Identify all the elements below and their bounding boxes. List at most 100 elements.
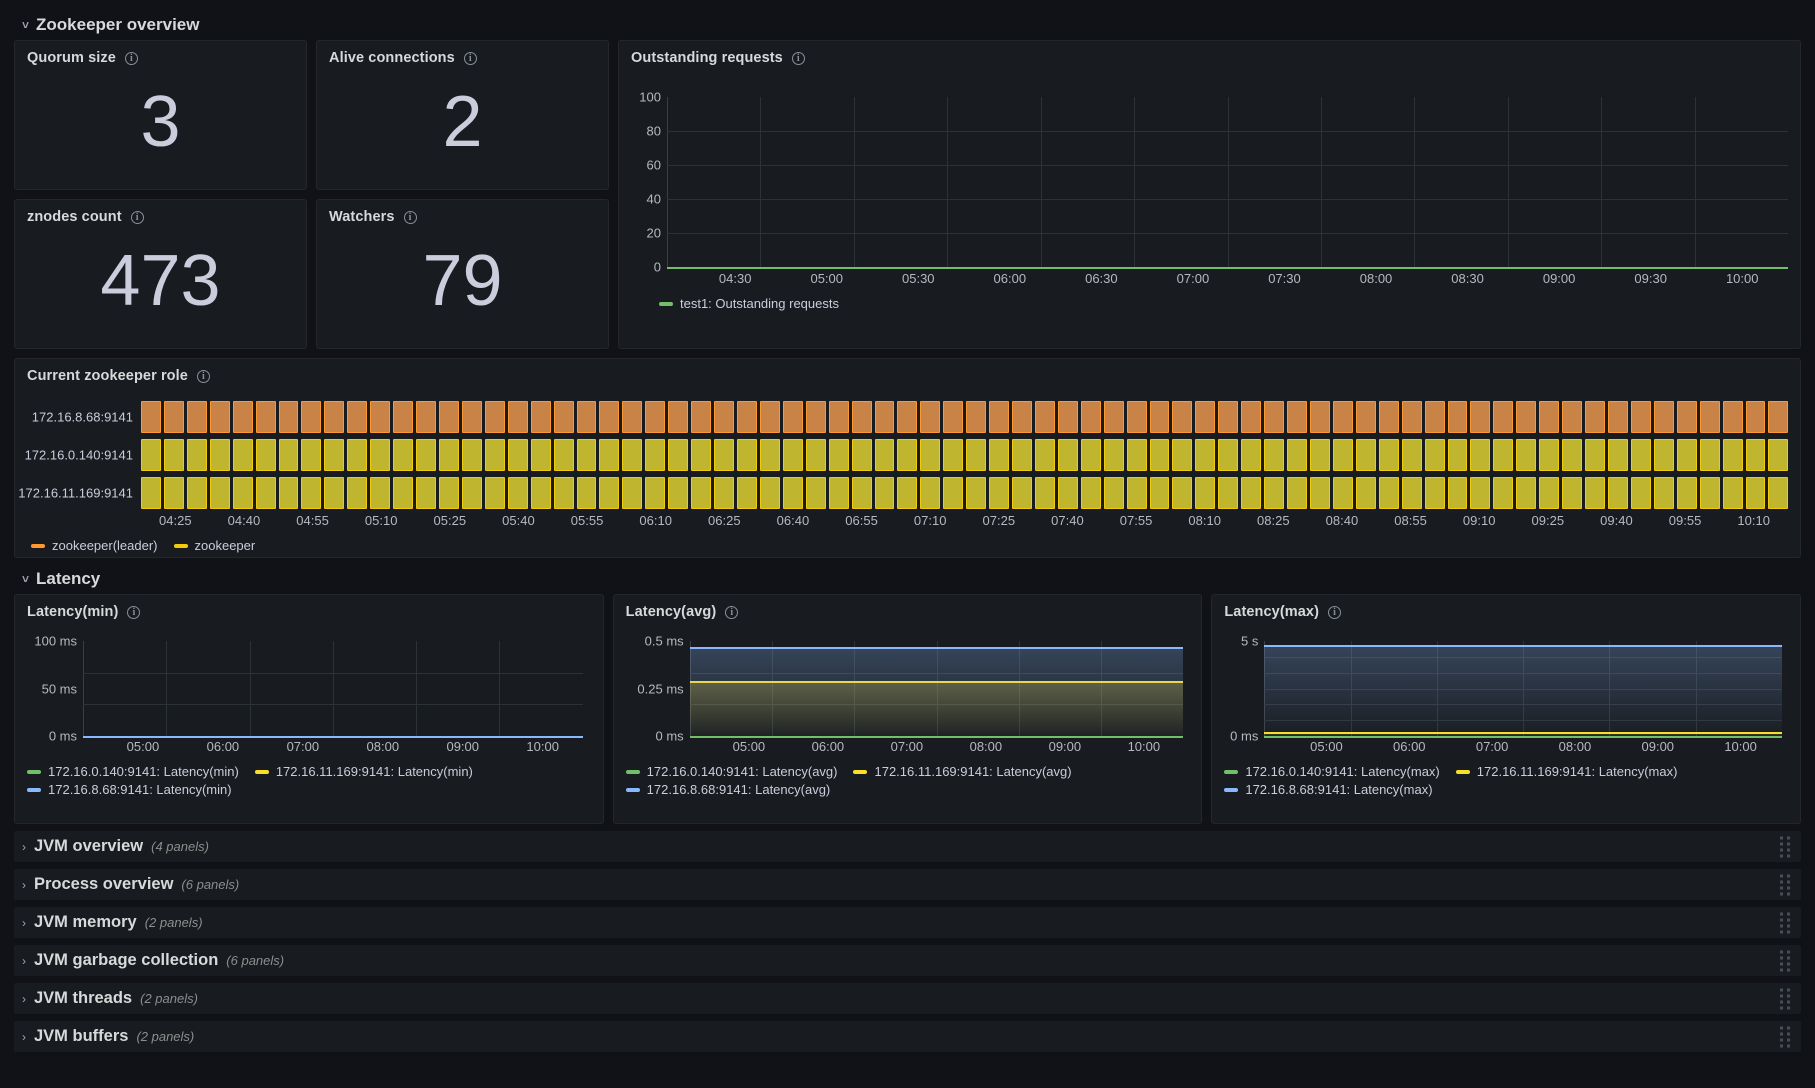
status-cell (897, 401, 918, 433)
status-cell (461, 439, 482, 471)
legend-item[interactable]: 172.16.11.169:9141: Latency(avg) (853, 764, 1072, 779)
status-cell (484, 477, 505, 509)
status-cell (1126, 477, 1147, 509)
collapsed-row-title: JVM garbage collection (34, 951, 219, 969)
legend-item[interactable]: 172.16.8.68:9141: Latency(min) (27, 782, 232, 797)
status-cell (1103, 477, 1124, 509)
info-icon[interactable]: i (124, 51, 138, 65)
y-axis-tick: 60 (646, 157, 661, 173)
x-axis-tick: 09:25 (1531, 513, 1565, 528)
collapsed-row-panel-count: (6 panels) (226, 953, 285, 968)
panel-alive-connections[interactable]: Alive connections i 2 (316, 40, 609, 190)
y-axis-tick: 100 ms (34, 633, 77, 649)
overview-panel-row: Quorum size i 3 Alive connections i 2 (14, 40, 1801, 349)
info-icon[interactable]: i (463, 51, 477, 65)
gridline (1227, 97, 1229, 267)
legend-item[interactable]: 172.16.8.68:9141: Latency(max) (1224, 782, 1433, 797)
gridline (1040, 97, 1042, 267)
drag-handle-icon[interactable] (1780, 988, 1790, 1009)
row-header-zookeeper-overview[interactable]: ˅ Zookeeper overview (14, 10, 1801, 40)
legend-label: 172.16.11.169:9141: Latency(max) (1476, 764, 1678, 779)
legend-item[interactable]: 172.16.11.169:9141: Latency(min) (254, 764, 473, 779)
info-icon[interactable]: i (725, 605, 739, 619)
row-header-latency[interactable]: ˅ Latency (14, 564, 1801, 594)
collapsed-row[interactable]: ›JVM overview(4 panels) (14, 831, 1801, 862)
collapsed-row[interactable]: ›JVM garbage collection(6 panels) (14, 945, 1801, 976)
legend-item[interactable]: test1: Outstanding requests (659, 296, 839, 311)
status-cell (1287, 477, 1308, 509)
collapsed-row-title: Process overview (34, 875, 174, 893)
gridline (83, 704, 583, 706)
x-axis-tick: 07:00 (1176, 271, 1210, 286)
status-cell (714, 477, 734, 509)
status-row-track[interactable] (141, 439, 1789, 471)
x-axis-tick: 05:55 (570, 513, 604, 528)
status-cell (1630, 477, 1651, 509)
drag-handle-icon[interactable] (1780, 874, 1790, 895)
x-axis-tick: 09:40 (1600, 513, 1633, 528)
x-axis-tick: 05:00 (810, 271, 844, 286)
legend-item[interactable]: 172.16.8.68:9141: Latency(avg) (625, 782, 830, 797)
legend-item[interactable]: 172.16.0.140:9141: Latency(avg) (625, 764, 837, 779)
x-axis-tick: 08:40 (1325, 513, 1359, 528)
info-icon[interactable]: i (196, 369, 210, 383)
legend-label: 172.16.11.169:9141: Latency(avg) (874, 764, 1072, 779)
drag-handle-icon[interactable] (1780, 950, 1790, 971)
status-cell (530, 477, 551, 509)
legend-item[interactable]: 172.16.0.140:9141: Latency(max) (1224, 764, 1440, 779)
x-axis-tick: 05:00 (732, 739, 766, 754)
status-cell (691, 401, 712, 433)
info-icon[interactable]: i (130, 210, 144, 224)
gridline (499, 641, 501, 736)
legend-item[interactable]: 172.16.11.169:9141: Latency(max) (1455, 764, 1678, 779)
status-cell (1745, 439, 1766, 471)
series-line (1264, 731, 1783, 734)
status-cell (576, 439, 597, 471)
collapsed-row[interactable]: ›Process overview(6 panels) (14, 869, 1801, 900)
status-cell (851, 401, 872, 433)
status-cell (507, 477, 528, 509)
status-cell (1493, 477, 1514, 509)
status-cell (1585, 439, 1605, 471)
legend-item[interactable]: zookeeper(leader) (31, 538, 158, 553)
status-cell (1699, 477, 1720, 509)
drag-handle-icon[interactable] (1780, 836, 1790, 857)
status-cell (1722, 477, 1743, 509)
info-icon[interactable]: i (1328, 605, 1342, 619)
info-icon[interactable]: i (403, 210, 417, 224)
legend-item[interactable]: zookeeper (173, 538, 255, 553)
panel-watchers[interactable]: Watchers i 79 (316, 199, 609, 349)
drag-handle-icon[interactable] (1780, 1026, 1790, 1047)
info-icon[interactable]: i (127, 605, 141, 619)
gridline (1694, 97, 1696, 267)
collapsed-row[interactable]: ›JVM threads(2 panels) (14, 983, 1801, 1014)
info-icon[interactable]: i (791, 51, 805, 65)
collapsed-row[interactable]: ›JVM memory(2 panels) (14, 907, 1801, 938)
collapsed-row[interactable]: ›JVM buffers(2 panels) (14, 1021, 1801, 1052)
status-cell (1424, 477, 1445, 509)
status-cell (1470, 477, 1491, 509)
panel-quorum-size[interactable]: Quorum size i 3 (14, 40, 307, 190)
status-row-track[interactable] (141, 477, 1789, 509)
plot-area (667, 97, 1788, 269)
status-cell (782, 439, 803, 471)
drag-handle-icon[interactable] (1780, 912, 1790, 933)
legend-item[interactable]: 172.16.0.140:9141: Latency(min) (27, 764, 239, 779)
status-cell (828, 401, 849, 433)
status-cell (943, 401, 964, 433)
status-cell (1447, 477, 1468, 509)
legend-swatch (1224, 787, 1239, 792)
status-cell (1264, 439, 1285, 471)
status-cell (1103, 401, 1124, 433)
status-cell (943, 439, 964, 471)
panel-current-zookeeper-role[interactable]: Current zookeeper role i 172.16.8.68:914… (14, 358, 1801, 558)
chevron-right-icon: › (22, 1029, 26, 1044)
status-cell (1562, 401, 1583, 433)
panel-znodes-count[interactable]: znodes count i 473 (14, 199, 307, 349)
status-cell (828, 477, 849, 509)
status-row-track[interactable] (141, 401, 1789, 433)
